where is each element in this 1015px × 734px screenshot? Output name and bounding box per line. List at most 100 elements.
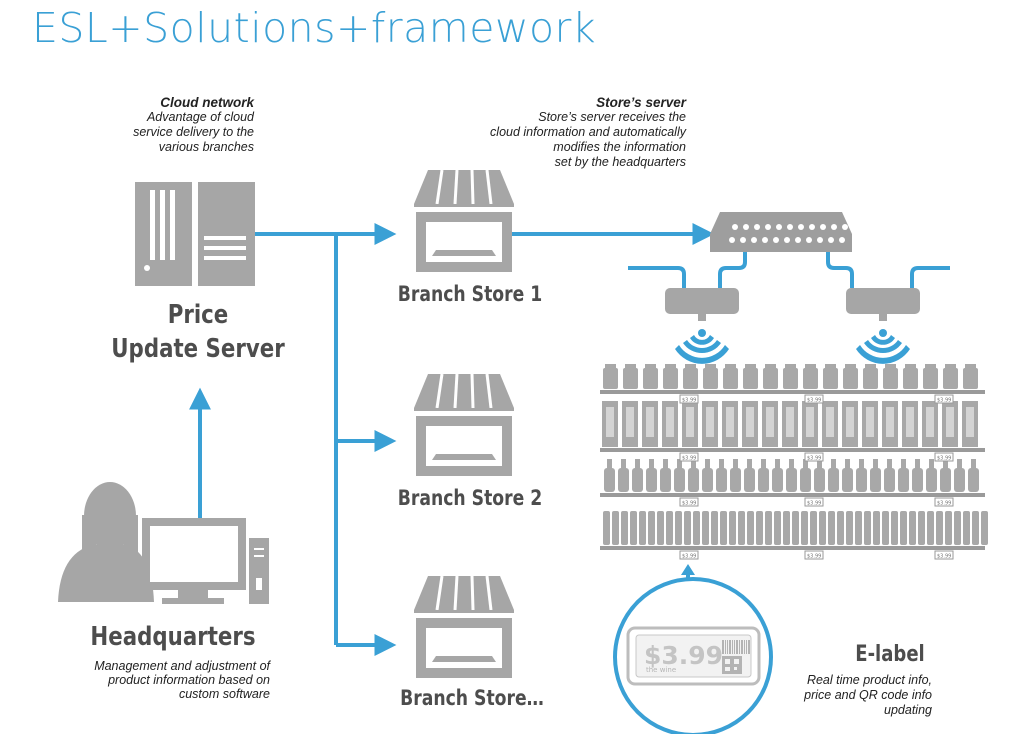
zoom-pointer-icon — [681, 564, 695, 575]
shelf-product — [884, 468, 895, 492]
shelf-product-label — [966, 407, 974, 437]
switch-port — [751, 237, 757, 243]
shelf-product-neck — [719, 459, 724, 469]
switch-port — [740, 237, 746, 243]
shelf-product-cap — [945, 364, 956, 369]
shelf-product-cap — [885, 364, 896, 369]
shelf-product — [603, 511, 610, 545]
shelf-product — [926, 468, 937, 492]
price-server-icon — [135, 182, 255, 286]
shelf-product-neck — [915, 459, 920, 469]
shelf-price-tag-text: $3.99 — [807, 456, 821, 462]
shelf-product — [702, 511, 709, 545]
shelf-price-tag — [934, 452, 954, 462]
shelf-product — [846, 511, 853, 545]
shelf-product — [630, 511, 637, 545]
shelf-product-neck — [761, 459, 766, 469]
shelf-product-cap — [745, 364, 756, 369]
shelf-product-neck — [943, 459, 948, 469]
shelf-product — [702, 468, 713, 492]
shelf-product — [918, 511, 925, 545]
switch-port — [743, 224, 749, 230]
shelf-product — [963, 368, 978, 389]
shelf-product — [863, 368, 878, 389]
elabel-zoom-circle: $3.99 the wine — [613, 577, 773, 734]
shelf-product — [663, 368, 678, 389]
elabel-text-3: updating — [884, 703, 932, 717]
shelf-product-label — [646, 407, 654, 437]
shelf-price-tag-text: $3.99 — [682, 554, 696, 560]
shelf-product-label — [866, 407, 874, 437]
cloud-network-heading: Cloud network — [160, 95, 254, 110]
switch-port — [798, 224, 804, 230]
shelf-product-label — [826, 407, 834, 437]
shelf-product — [972, 511, 979, 545]
shelf-product-label — [706, 407, 714, 437]
shelf-product — [772, 468, 783, 492]
switch-port — [754, 224, 760, 230]
switch-port — [776, 224, 782, 230]
shelf-product-cap — [705, 364, 716, 369]
headquarters-text-1: Management and adjustment of — [94, 659, 270, 673]
shelf-product — [758, 468, 769, 492]
shelf-product — [674, 468, 685, 492]
branch-store-1-label: Branch Store 1 — [397, 282, 543, 306]
shelf-product-cap — [965, 364, 976, 369]
shelf-product — [612, 511, 619, 545]
shelf-product — [856, 468, 867, 492]
switch-port — [765, 224, 771, 230]
shelf-product — [963, 511, 970, 545]
shelf-product — [968, 468, 979, 492]
shelf-product — [945, 511, 952, 545]
shelf-product-cap — [925, 364, 936, 369]
branch-store-n-icon — [414, 575, 514, 678]
shelf-product — [683, 368, 698, 389]
shelf-product — [828, 511, 835, 545]
shelf-product — [927, 511, 934, 545]
shelf-price-tag — [679, 394, 699, 404]
shelf-price-tag-text: $3.99 — [682, 398, 696, 404]
shelf-product — [823, 368, 838, 389]
barcode-bar — [736, 640, 738, 654]
store-server-text-1: Store’s server receives the — [538, 110, 686, 124]
shelf-product — [912, 468, 923, 492]
cloud-network-text-3: various branches — [158, 140, 254, 154]
switch-port — [828, 237, 834, 243]
qr-code-icon — [722, 656, 742, 674]
shelf-product-neck — [635, 459, 640, 469]
shelf-product — [643, 368, 658, 389]
shelf-product — [943, 368, 958, 389]
shelf-price-tag-text: $3.99 — [937, 501, 951, 507]
shelf-product-cap — [725, 364, 736, 369]
page-title: ESL+Solutions+framework — [32, 4, 597, 52]
shelf-product — [903, 368, 918, 389]
shelf-product — [688, 468, 699, 492]
shelf-product — [756, 511, 763, 545]
headquarters-user-icon — [58, 482, 154, 602]
shelf-product — [648, 511, 655, 545]
shelf-product — [954, 468, 965, 492]
shelf-product — [803, 368, 818, 389]
shelf-product — [891, 511, 898, 545]
barcode-bar — [741, 640, 743, 654]
shelf-product — [923, 368, 938, 389]
switch-port — [839, 237, 845, 243]
switch-port — [732, 224, 738, 230]
store-server-text-2: cloud information and automatically — [490, 125, 686, 139]
headquarters-note: Management and adjustment of product inf… — [20, 659, 270, 701]
shelf-price-tag — [804, 452, 824, 462]
shelf-product — [765, 511, 772, 545]
elabel-text-1: Real time product info, — [806, 673, 932, 687]
shelf-product-neck — [901, 459, 906, 469]
shelf-product — [730, 468, 741, 492]
shelf-price-tag — [934, 394, 954, 404]
shelf-product — [873, 511, 880, 545]
shelf-product — [855, 511, 862, 545]
shelf-product — [666, 511, 673, 545]
shelf-product — [898, 468, 909, 492]
cloud-network-text-1: Advantage of cloud — [146, 110, 254, 124]
shelf-product — [828, 468, 839, 492]
access-point-right-icon — [846, 288, 920, 321]
shelf-price-tag — [804, 497, 824, 507]
